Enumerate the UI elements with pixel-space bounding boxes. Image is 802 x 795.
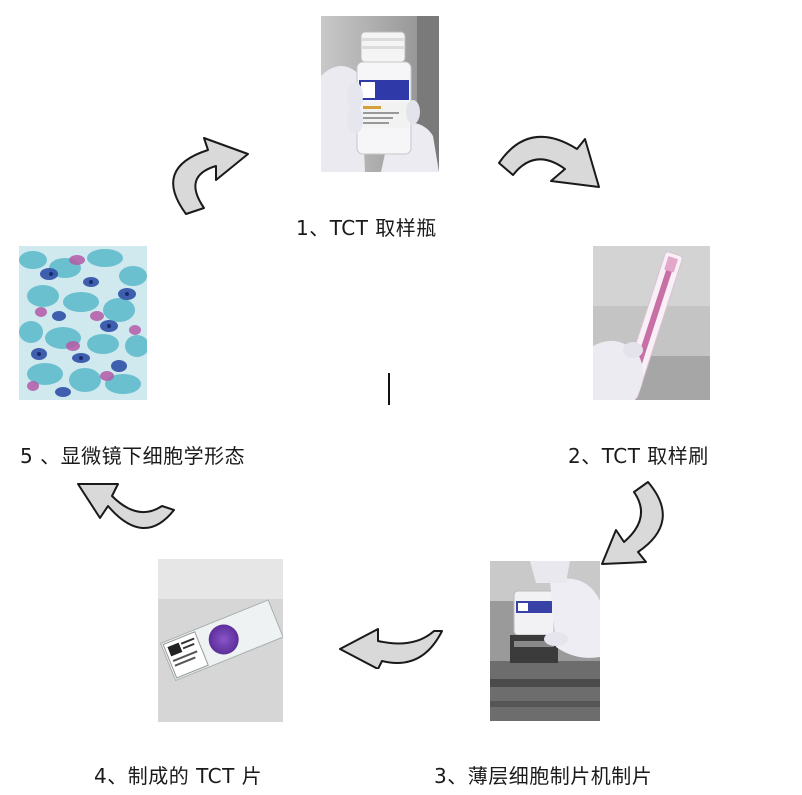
photo-microscope-cytology: [19, 246, 147, 400]
photo-thin-layer-processor: [490, 561, 600, 721]
photo-tct-sample-bottle: [321, 16, 439, 172]
step-5-label: 5 、显微镜下细胞学形态: [20, 444, 246, 468]
center-vertical-mark: [388, 373, 390, 405]
arrow-step1-to-step2-icon: [498, 135, 600, 188]
photo-finished-tct-slide: [158, 559, 283, 722]
step-4-label: 4、制成的 TCT 片: [94, 764, 263, 788]
arrow-step4-to-step5-icon: [77, 483, 175, 529]
photo-tct-sample-brush: [593, 246, 710, 400]
step-3-label: 3、薄层细胞制片机制片: [434, 764, 653, 788]
step-2-label: 2、TCT 取样刷: [568, 444, 709, 468]
step-1-label: 1、TCT 取样瓶: [296, 216, 437, 240]
arrow-step5-to-step1-icon: [172, 137, 249, 215]
arrow-step3-to-step4-icon: [339, 628, 443, 669]
arrow-step2-to-step3-icon: [601, 481, 664, 565]
